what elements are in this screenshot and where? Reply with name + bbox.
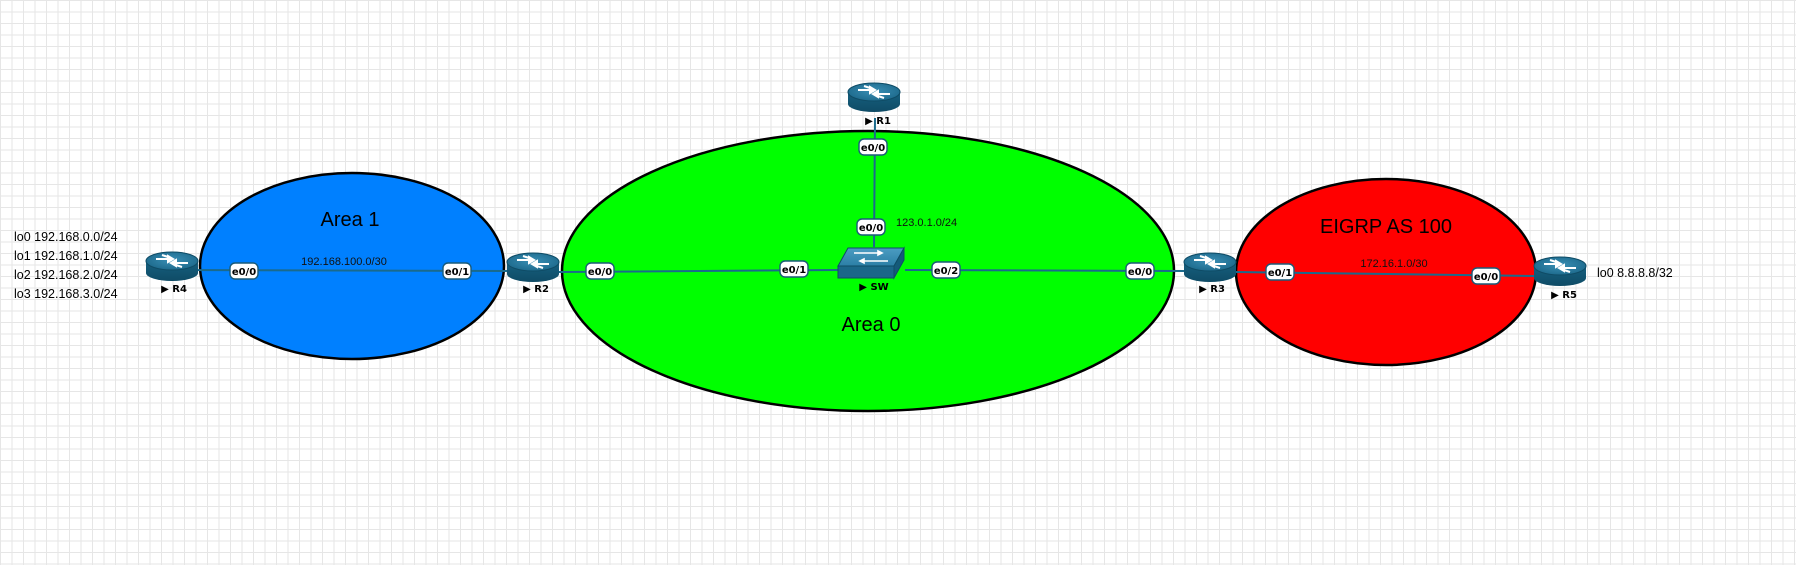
port-r3-e01[interactable]: e0/1	[1265, 263, 1295, 281]
node-label-r1: ▶ R1	[865, 116, 891, 127]
port-r2-e01[interactable]: e0/1	[442, 262, 472, 280]
switch-sw[interactable]	[837, 246, 905, 280]
svg-text:e0/2: e0/2	[934, 266, 958, 277]
svg-text:e0/0: e0/0	[1128, 267, 1152, 278]
eigrp-title: EIGRP AS 100	[1320, 216, 1452, 238]
area1-ellipse	[198, 171, 506, 361]
router-r2[interactable]	[506, 252, 560, 282]
router-icon	[145, 251, 199, 281]
node-label-r5: ▶ R5	[1551, 290, 1577, 301]
svg-text:e0/1: e0/1	[782, 265, 806, 276]
r4-loopback-0: lo0 192.168.0.0/24	[14, 230, 118, 244]
router-r3[interactable]	[1183, 252, 1237, 282]
svg-text:e0/0: e0/0	[232, 267, 256, 278]
router-icon	[1183, 252, 1237, 282]
svg-text:e0/1: e0/1	[445, 267, 469, 278]
svg-text:e0/1: e0/1	[1268, 268, 1292, 279]
port-r1-e00[interactable]: e0/0	[858, 138, 888, 156]
port-sw-e00[interactable]: e0/0	[856, 218, 886, 236]
port-r5-e00[interactable]: e0/0	[1471, 267, 1501, 285]
area0-title: Area 0	[842, 314, 901, 336]
node-label-sw: ▶ SW	[859, 282, 888, 293]
router-r1[interactable]	[847, 82, 901, 112]
svg-text:e0/0: e0/0	[588, 267, 612, 278]
link-r4-r2	[171, 269, 529, 272]
r4-loopback-1: lo1 192.168.1.0/24	[14, 249, 118, 263]
subnet-area0-lan: 123.0.1.0/24	[896, 217, 957, 229]
svg-text:e0/0: e0/0	[1474, 272, 1498, 283]
node-label-r2: ▶ R2	[523, 284, 549, 295]
area1-title: Area 1	[321, 209, 380, 231]
node-label-r4: ▶ R4	[161, 284, 187, 295]
port-sw-e01[interactable]: e0/1	[779, 260, 809, 278]
subnet-r3-r5: 172.16.1.0/30	[1360, 258, 1427, 270]
router-icon	[847, 82, 901, 112]
r4-loopback-2: lo2 192.168.2.0/24	[14, 268, 118, 282]
port-r3-e00[interactable]: e0/0	[1125, 262, 1155, 280]
r5-loopback: lo0 8.8.8.8/32	[1597, 266, 1673, 280]
svg-text:e0/0: e0/0	[859, 223, 883, 234]
port-sw-e02[interactable]: e0/2	[931, 261, 961, 279]
port-r2-e00[interactable]: e0/0	[585, 262, 615, 280]
subnet-r4-r2: 192.168.100.0/30	[301, 256, 387, 268]
router-icon	[1533, 256, 1587, 286]
r4-loopback-3: lo3 192.168.3.0/24	[14, 287, 118, 301]
router-icon	[506, 252, 560, 282]
router-r5[interactable]	[1533, 256, 1587, 286]
r4-loopback-list: lo0 192.168.0.0/24 lo1 192.168.1.0/24 lo…	[14, 230, 118, 301]
port-r4-e00[interactable]: e0/0	[229, 262, 259, 280]
svg-text:e0/0: e0/0	[861, 143, 885, 154]
switch-icon	[837, 246, 905, 280]
node-label-r3: ▶ R3	[1199, 284, 1225, 295]
router-r4[interactable]	[145, 251, 199, 281]
